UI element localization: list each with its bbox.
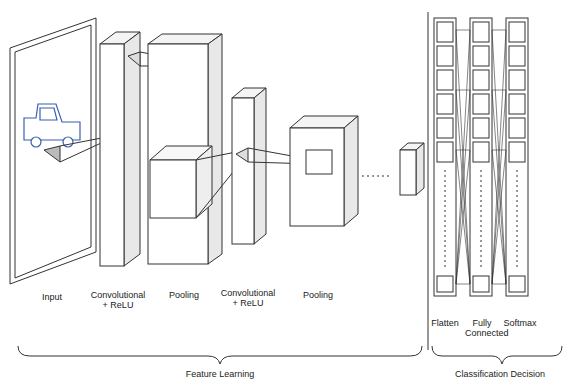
layer-label: Convolutional + ReLU <box>87 290 149 310</box>
layer-label: Softmax <box>503 318 536 328</box>
connection-line <box>456 90 470 284</box>
neuron-cell <box>509 94 525 114</box>
layer-label: Pooling <box>169 290 199 300</box>
connection-line <box>492 150 506 284</box>
neuron-cell <box>473 94 489 114</box>
connection-line <box>456 30 470 284</box>
connection-line <box>492 90 506 284</box>
connection-line <box>456 150 470 284</box>
connection-line <box>456 284 470 285</box>
connection-line <box>492 90 506 91</box>
ellipsis-line <box>517 170 518 268</box>
neuron-cell <box>473 276 489 292</box>
neuron-cell <box>437 276 453 292</box>
neuron-cell <box>509 46 525 66</box>
connection-line <box>456 30 470 284</box>
neuron-cell <box>437 46 453 66</box>
neuron-cell <box>437 70 453 90</box>
connection-line <box>456 150 470 151</box>
neuron-cell <box>437 94 453 114</box>
connection-line <box>456 90 470 91</box>
neuron-cell <box>509 142 525 162</box>
neuron-cell <box>437 22 453 42</box>
connection-line <box>456 90 470 284</box>
layer-label: Input <box>42 292 62 302</box>
connection-line <box>456 30 470 31</box>
layer-label: Flatten <box>431 318 459 328</box>
ellipsis-line <box>445 170 446 268</box>
neuron-cell <box>509 22 525 42</box>
section-label: Feature Learning <box>186 369 255 379</box>
layer-column <box>470 18 492 296</box>
neuron-cell <box>473 70 489 90</box>
connection-line <box>492 150 506 151</box>
layer-label: Convolutional + ReLU <box>217 288 279 308</box>
connection-line <box>492 30 506 284</box>
neuron-cell <box>473 22 489 42</box>
neuron-cell <box>437 142 453 162</box>
layer-label: Pooling <box>303 290 333 300</box>
neuron-cell <box>509 276 525 292</box>
neuron-cell <box>509 118 525 138</box>
neuron-cell <box>473 142 489 162</box>
connection-line <box>456 150 470 284</box>
neuron-cell <box>473 118 489 138</box>
connection-line <box>492 30 506 284</box>
layer-column <box>506 18 528 296</box>
neuron-cell <box>437 118 453 138</box>
layer-label: Fully Connected <box>465 318 499 338</box>
neuron-cell <box>509 70 525 90</box>
ellipsis-line <box>481 170 482 268</box>
connection-line <box>492 30 506 31</box>
layer-column <box>434 18 456 296</box>
connection-line <box>492 284 506 285</box>
neuron-cell <box>473 46 489 66</box>
connection-line <box>492 150 506 284</box>
section-label: Classification Decision <box>455 369 545 379</box>
connection-line <box>492 90 506 284</box>
